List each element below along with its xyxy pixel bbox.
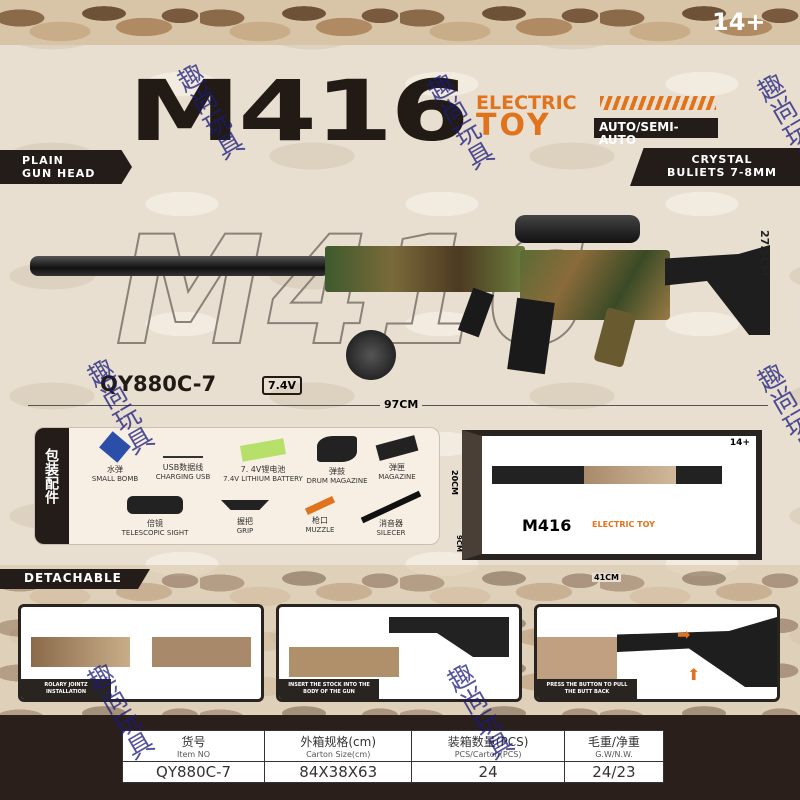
voltage-badge: 7.4V [262, 376, 302, 395]
header-en: Carton Size(cm) [306, 749, 371, 759]
accessory-name-en: CHARGING USB [155, 473, 211, 481]
header-en: Item NO [177, 749, 211, 759]
step-panel: ROLARY JOINTZ INSTALLATION [18, 604, 264, 702]
header-cn: 货号 [181, 734, 206, 749]
header-en: G.W/N.W. [595, 749, 633, 759]
accessory-name: 弹匣 [389, 463, 405, 472]
header-cn: 毛重/净重 [587, 734, 640, 749]
top-camo-band [0, 0, 800, 45]
accessory-name-en: TELESCOPIC SIGHT [121, 529, 189, 537]
arrow-right-icon: ➡ [677, 625, 691, 644]
accessory-name: 7. 4V锂电池 [240, 465, 286, 474]
age-badge: 14+ [712, 8, 766, 36]
stripe-icon [600, 96, 716, 110]
header-cell: 装箱数量(PCS)PCS/Carton(PCS) [411, 730, 565, 762]
table-row: QY880C-7 84X38X63 24 24/23 [121, 760, 665, 784]
accessory-name-en: SILECER [376, 529, 406, 537]
accessories-heading: 包装配件 [35, 428, 69, 544]
tag-line: BULIETS 7-8MM [667, 166, 777, 179]
accessory-name-en: 7.4V LITHIUM BATTERY [223, 475, 303, 483]
header-cn: 装箱数量(PCS) [447, 734, 529, 749]
step-panel: INSERT THE STOCK INTO THE BODY OF THE GU… [276, 604, 522, 702]
length-dimension: 97CM [380, 398, 423, 411]
detachable-heading: DETACHABLE [0, 569, 150, 589]
header-cell: 外箱规格(cm)Carton Size(cm) [264, 730, 413, 762]
step-image [31, 637, 251, 667]
header-en: PCS/Carton(PCS) [454, 749, 522, 759]
step-image [289, 647, 399, 677]
subtitle-electric: ELECTRIC [476, 92, 577, 114]
cell: 24 [411, 760, 565, 784]
magazine [507, 297, 555, 375]
cell: 84X38X63 [264, 760, 413, 784]
box-depth: 9CM [455, 535, 463, 552]
accessory-name-en: MUZZLE [305, 526, 335, 534]
cell: 24/23 [563, 760, 665, 784]
accessory-name: 倍镜 [147, 519, 163, 528]
step-caption: INSERT THE STOCK INTO THE BODY OF THE GU… [279, 679, 379, 699]
subtitle-toy: TOY [476, 108, 552, 143]
step-image [389, 617, 509, 657]
model-number: QY880C-7 [100, 372, 217, 396]
box-title: M416 [522, 516, 572, 535]
grip [457, 287, 495, 338]
cell: QY880C-7 [121, 760, 266, 784]
accessory-name-en: DRUM MAGAZINE [306, 477, 368, 485]
accessory-name: 握把 [237, 517, 253, 526]
silencer [30, 256, 330, 276]
box-age: 14+ [729, 438, 750, 448]
accessory-name-en: MAGAZINE [378, 473, 416, 481]
plain-gun-head-tag: PLAIN GUN HEAD [0, 150, 132, 184]
product-title: M416 [128, 62, 469, 160]
tag-line: GUN HEAD [22, 167, 96, 180]
gun-image [30, 215, 770, 380]
drum-magazine [346, 330, 396, 380]
accessory-name: 弹鼓 [329, 467, 345, 476]
accessory-name: USB数据线 [162, 463, 204, 472]
box-gun [492, 466, 722, 484]
box-height: 20CM [450, 470, 459, 495]
accessory-name-en: GRIP [236, 527, 254, 535]
accessory-name: 枪口 [312, 516, 328, 525]
step-caption: PRESS THE BUTTON TO PULL THE BUTT BACK [537, 679, 637, 699]
accessory-name: 水弹 [107, 465, 123, 474]
tag-line: CRYSTAL [691, 153, 753, 166]
step-image [537, 637, 617, 687]
stock [665, 245, 770, 335]
arrow-up-icon: ⬆ [687, 665, 701, 684]
tag-line: PLAIN [22, 154, 64, 167]
scope [515, 215, 640, 243]
box-width: 41CM [592, 573, 621, 582]
accessory-name: 消音器 [379, 519, 403, 528]
mode-label: AUTO/SEMI-AUTO [594, 118, 718, 147]
handguard [325, 246, 525, 292]
box-sub: ELECTRIC TOY [592, 520, 655, 529]
step-panel: ➡ ⬆ PRESS THE BUTTON TO PULL THE BUTT BA… [534, 604, 780, 702]
step-caption: ROLARY JOINTZ INSTALLATION [21, 679, 111, 699]
header-cn: 外箱规格(cm) [300, 734, 377, 749]
height-dimension: 27.5CM [758, 230, 771, 277]
crystal-bullets-tag: CRYSTAL BULIETS 7-8MM [630, 148, 800, 186]
accessory-name-en: SMALL BOMB [91, 475, 139, 483]
product-box-image: 14+ M416 ELECTRIC TOY [462, 430, 762, 560]
